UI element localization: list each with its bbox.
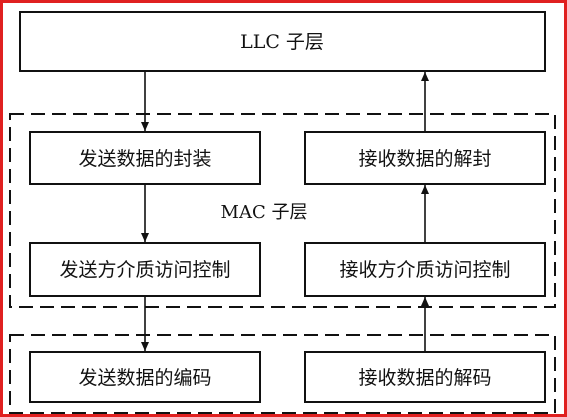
llc-sublayer-box [19, 11, 546, 72]
mac-sublayer-label: MAC 子层 [221, 202, 308, 223]
recv-decoding-label: 接收数据的解码 [358, 367, 491, 389]
send-access-control-label: 发送方介质访问控制 [59, 259, 230, 281]
physical-layer-region [9, 334, 556, 414]
recv-access-control-box [304, 242, 546, 297]
llc-sublayer-label: LLC 子层 [240, 31, 324, 53]
send-access-control-box [29, 242, 261, 297]
mac-sublayer-region [9, 113, 556, 308]
recv-decapsulation-box [304, 131, 546, 185]
send-encapsulation-label: 发送数据的封装 [78, 148, 211, 170]
send-encoding-label: 发送数据的编码 [78, 367, 211, 389]
recv-access-control-label: 接收方介质访问控制 [339, 259, 510, 281]
recv-decoding-box [304, 351, 546, 403]
recv-decapsulation-label: 接收数据的解封 [358, 148, 491, 170]
send-encoding-box [29, 351, 261, 403]
